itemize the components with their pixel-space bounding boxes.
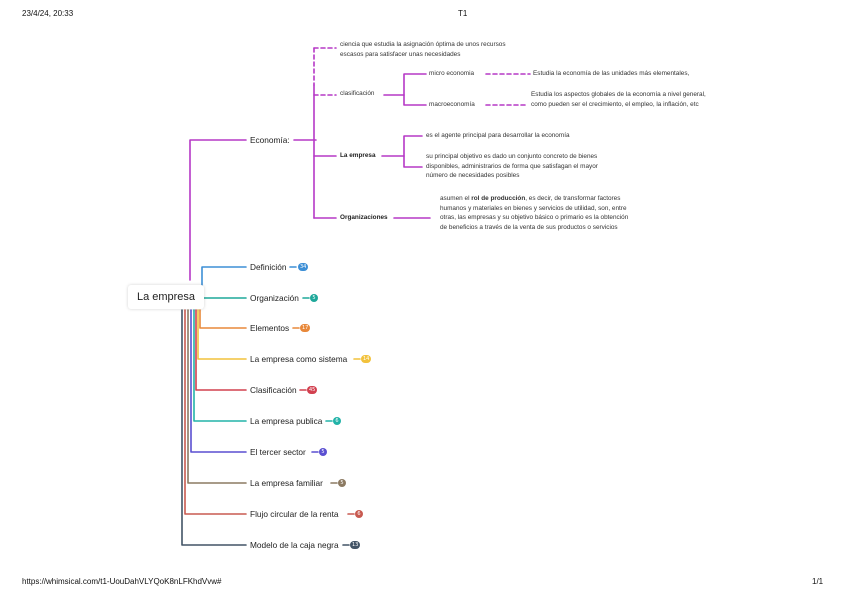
root-node[interactable]: La empresa (128, 285, 204, 309)
count-badge-empresa-como-sistema[interactable]: 14 (361, 355, 372, 363)
node-caja-negra[interactable]: Modelo de la caja negra (250, 540, 339, 550)
node-empresa-como-sistema[interactable]: La empresa como sistema (250, 354, 348, 364)
node-la-empresa-item2[interactable]: su principal objetivo es dado un conjunt… (426, 153, 598, 180)
page-number: 1/1 (812, 577, 824, 586)
node-macroeconomia[interactable]: macroeconomía (429, 101, 475, 108)
node-clasificacion[interactable]: clasificación (340, 90, 375, 97)
count-badge-clasificacion[interactable]: 45 (307, 386, 318, 394)
node-empresa-familiar[interactable]: La empresa familiar (250, 478, 323, 488)
node-economia[interactable]: Economía: (250, 135, 290, 145)
organizaciones-desc-bold: rol de producción (471, 195, 526, 202)
node-elementos[interactable]: Elementos (250, 323, 290, 333)
node-economia-definicion[interactable]: ciencia que estudia la asignación óptima… (340, 41, 506, 58)
node-organizaciones[interactable]: Organizaciones (340, 214, 388, 221)
node-clasificacion-empresas[interactable]: Clasificación (250, 385, 297, 395)
node-la-empresa[interactable]: La empresa (340, 152, 376, 159)
node-organizaciones-desc[interactable]: asumen el rol de producción, es decir, d… (440, 194, 636, 232)
node-empresa-publica[interactable]: La empresa publica (250, 416, 323, 426)
count-badge-tercer-sector[interactable]: 5 (319, 448, 327, 456)
node-definicion[interactable]: Definición (250, 262, 287, 272)
count-badge-definicion[interactable]: 34 (298, 263, 309, 271)
node-tercer-sector[interactable]: El tercer sector (250, 447, 306, 457)
node-macroeconomia-desc[interactable]: Estudia los aspectos globales de la econ… (531, 91, 706, 108)
page-url: https://whimsical.com/t1-UouDahVLYQoK8nL… (22, 577, 222, 586)
node-flujo-circular[interactable]: Flujo circular de la renta (250, 509, 339, 519)
count-badge-empresa-familiar[interactable]: 5 (338, 479, 346, 487)
count-badge-caja-negra[interactable]: 13 (350, 541, 361, 549)
page-title: T1 (458, 9, 468, 18)
node-microeconomia[interactable]: micro economia (429, 70, 475, 77)
node-la-empresa-item1[interactable]: es el agente principal para desarrollar … (426, 132, 570, 139)
count-badge-flujo-circular[interactable]: 6 (355, 510, 363, 518)
organizaciones-desc-post: , es decir, de transformar factores huma… (440, 195, 629, 231)
count-badge-empresa-publica[interactable]: 6 (333, 417, 341, 425)
count-badge-organizacion[interactable]: 5 (310, 294, 318, 302)
print-datetime: 23/4/24, 20:33 (22, 9, 74, 18)
organizaciones-desc-pre: asumen el (440, 195, 472, 202)
node-microeconomia-desc[interactable]: Estudia la economía de las unidades más … (533, 70, 690, 77)
node-organizacion[interactable]: Organización (250, 293, 299, 303)
root-node-label: La empresa (136, 291, 196, 303)
count-badge-elementos[interactable]: 17 (300, 324, 311, 332)
